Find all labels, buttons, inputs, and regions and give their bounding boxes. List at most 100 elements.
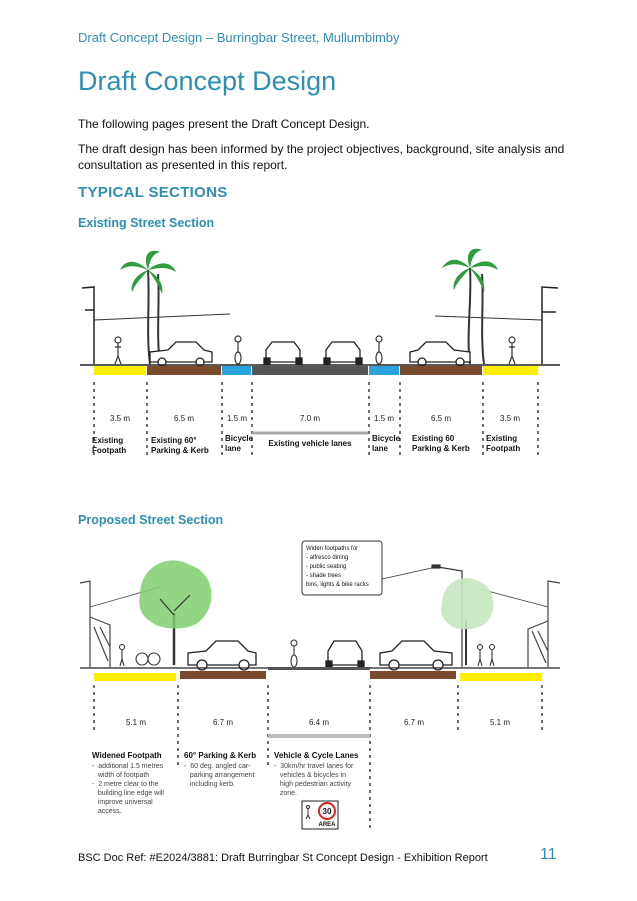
label-parking-left-2: Parking & Kerb <box>151 446 209 455</box>
strip-parking-left <box>180 671 266 679</box>
vehicle-front-left <box>263 341 303 365</box>
desc-col1-line-5: improve universal <box>92 799 153 806</box>
proposed-section-title: Proposed Street Section <box>78 513 224 527</box>
desc-col3-line-3: high pedestrian activity <box>274 781 352 788</box>
pedestrian-icon <box>305 805 311 820</box>
tree-right <box>441 578 494 665</box>
label-footpath-left-2: Footpath <box>92 446 126 455</box>
existing-section-title: Existing Street Section <box>78 216 215 230</box>
width-footpath-left: 3.5 m <box>110 414 130 423</box>
width-bicycle-right: 1.5 m <box>374 414 394 423</box>
sign-speed-number: 30 <box>323 807 332 816</box>
label-parking-right-1: Existing 60 <box>412 434 455 443</box>
width-vehicle-lanes: 7.0 m <box>300 414 320 423</box>
desc-col3-line-1: - 30km/hr travel lanes for <box>274 763 354 770</box>
label-vehicle-lanes: Existing vehicle lanes <box>268 439 352 448</box>
strip-footpath-left <box>94 366 146 375</box>
strip-footpath-left <box>94 673 176 681</box>
page-title: Draft Concept Design <box>78 66 337 96</box>
callout-line-4: - shade trees <box>306 573 341 579</box>
width-parking-right: 6.5 m <box>431 414 451 423</box>
desc-col3-line-2: vehicles & bicycles in <box>274 772 346 779</box>
section-heading: TYPICAL SECTIONS <box>78 184 228 201</box>
label-bicycle-left-2: lane <box>225 444 242 453</box>
vehicle-front <box>325 640 365 668</box>
parked-car-left <box>187 640 257 671</box>
callout-line-2: - alfresco dining <box>306 555 348 561</box>
pedestrian-left <box>114 336 122 365</box>
sign-area-label: AREA <box>318 822 336 828</box>
right-awning <box>434 315 543 321</box>
section-dividers <box>93 382 539 455</box>
left-building <box>81 286 95 364</box>
running-header: Draft Concept Design – Burringbar Street… <box>78 30 400 45</box>
left-building <box>80 580 161 667</box>
parked-car-right <box>409 341 471 367</box>
desc-col2-title: 60° Parking & Kerb <box>184 751 256 760</box>
label-footpath-right-1: Existing <box>486 434 517 443</box>
strip-footpath-right <box>483 366 538 375</box>
strip-bicycle-right <box>369 366 399 375</box>
palm-tree-left <box>120 250 176 365</box>
strip-parking-right <box>370 671 456 679</box>
desc-col1-title: Widened Footpath <box>92 751 162 760</box>
desc-col1-line-2: width of footpath <box>92 772 149 779</box>
desc-col3-title: Vehicle & Cycle Lanes <box>274 751 359 760</box>
label-footpath-left-1: Existing <box>92 436 123 445</box>
desc-col2-line-2: parking arrangement <box>184 772 254 779</box>
width-lanes: 6.4 m <box>309 718 329 727</box>
label-bicycle-left-1: Bicycle <box>225 434 254 443</box>
desc-vehicle-cycle-lanes: Vehicle & Cycle Lanes - 30km/hr travel l… <box>274 751 359 797</box>
proposed-street-section-diagram: Widen footpaths for - alfresco dining - … <box>80 540 560 831</box>
width-parking-left: 6.5 m <box>174 414 194 423</box>
strip-parking-right <box>400 366 482 375</box>
label-bicycle-right-1: Bicycle <box>372 434 401 443</box>
parked-car-right <box>379 640 453 671</box>
desc-col1-line-3: - 2 metre clear to the <box>92 781 159 788</box>
strip-bicycle-left <box>222 366 251 375</box>
section-dividers <box>93 685 543 831</box>
strip-footpath-right <box>460 673 542 681</box>
label-bicycle-right-2: lane <box>372 444 389 453</box>
label-footpath-right-2: Footpath <box>486 444 520 453</box>
street-light <box>431 564 463 667</box>
desc-widened-footpath: Widened Footpath - additional 1.5 metres… <box>92 751 164 815</box>
label-parking-left-1: Existing 60° <box>151 436 196 445</box>
intro-paragraph-1: The following pages present the Draft Co… <box>78 117 370 131</box>
intro-paragraph-2: The draft design has been informed by th… <box>78 142 565 172</box>
pedestrians-left <box>118 643 161 667</box>
left-awning <box>93 313 231 321</box>
desc-col3-line-4: zone. <box>274 790 297 797</box>
desc-col1-line-1: - additional 1.5 metres <box>92 763 164 770</box>
callout-line-5: bins, lights & bike racks <box>306 582 369 588</box>
desc-col1-line-4: building line edge will <box>92 790 164 797</box>
width-footpath-left: 5.1 m <box>126 718 146 727</box>
desc-col1-line-6: access. <box>92 808 122 815</box>
vehicle-front-right <box>323 341 363 365</box>
cyclist-left <box>234 335 242 365</box>
pedestrians-right <box>476 643 496 667</box>
label-parking-right-2: Parking & Kerb <box>412 444 470 453</box>
callout-line-3: - public seating <box>306 564 346 570</box>
page-number: 11 <box>540 846 557 863</box>
right-building <box>479 580 560 667</box>
pedestrian-right <box>508 336 516 365</box>
desc-parking-kerb: 60° Parking & Kerb - 60 deg. angled car-… <box>184 751 256 788</box>
cyclist <box>290 639 298 668</box>
width-footpath-right: 5.1 m <box>490 718 510 727</box>
cyclist-right <box>375 335 383 365</box>
existing-street-section-diagram: 3.5 m 6.5 m 1.5 m 7.0 m 1.5 m 6.5 m 3.5 … <box>80 248 560 455</box>
strip-vehicle-lanes <box>252 366 368 375</box>
width-parking-left: 6.7 m <box>213 718 233 727</box>
callout-widen-footpaths: Widen footpaths for - alfresco dining - … <box>301 540 437 596</box>
footer-doc-ref: BSC Doc Ref: #E2024/3881: Draft Burringb… <box>78 852 488 864</box>
desc-col2-line-1: - 60 deg. angled car- <box>184 763 251 770</box>
road-surface <box>268 667 370 670</box>
width-footpath-right: 3.5 m <box>500 414 520 423</box>
speed-30-area-sign: 30 AREA <box>301 800 339 830</box>
desc-col2-line-3: including kerb. <box>184 781 235 788</box>
tree-left <box>139 560 212 665</box>
width-bicycle-left: 1.5 m <box>227 414 247 423</box>
width-parking-right: 6.7 m <box>404 718 424 727</box>
callout-line-1: Widen footpaths for <box>306 546 358 552</box>
